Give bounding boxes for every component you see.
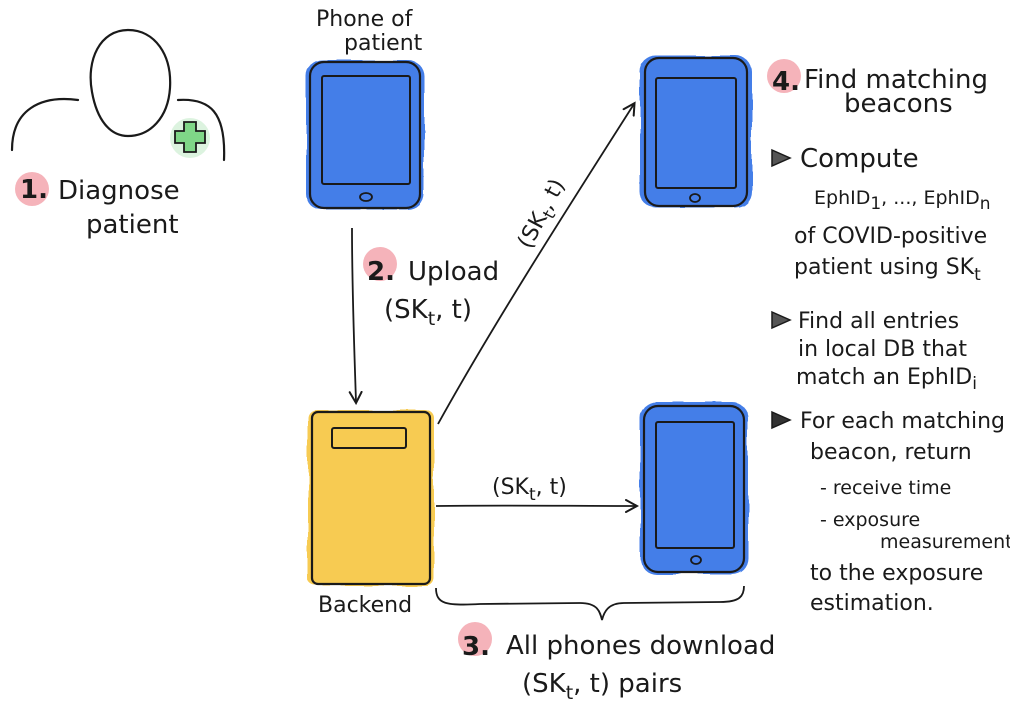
phone-bottom-right (640, 402, 748, 574)
bullet-1-line-2: EphID1, ..., EphIDn (814, 187, 991, 214)
triangle-bullet-icon (771, 310, 792, 330)
phone-of-patient-label-1: Phone of (316, 7, 414, 32)
patient-using-sk: patient using SK (794, 255, 975, 280)
phone-of-patient (306, 60, 424, 210)
horizontal-pair-sub: t (529, 485, 536, 505)
backend-label: Backend (318, 593, 412, 618)
patient-figure (10, 28, 226, 162)
green-cross-icon (174, 121, 206, 153)
download-pair-sub: t (566, 682, 573, 703)
diagonal-pair-tail: , t) (534, 175, 571, 214)
phone-top-right (640, 56, 752, 208)
bullet-3-line-2: beacon, return (810, 440, 972, 465)
bullet-3-item-1: - receive time (820, 477, 951, 499)
step-4-highlight (767, 59, 801, 93)
backend-server (308, 410, 434, 586)
find-title-1: Find matching (804, 65, 988, 95)
bullet-3-line-4: estimation. (810, 591, 934, 616)
upload-label: Upload (408, 257, 499, 287)
upload-pair-sk: (SK (384, 295, 429, 325)
step-4-number: 4. (772, 67, 800, 97)
download-brace (435, 585, 745, 621)
find-title-2: beacons (844, 89, 953, 119)
step-2-highlight (363, 247, 397, 281)
diagonal-arrow (437, 104, 634, 425)
bullet-2-line-2: in local DB that (798, 337, 967, 362)
patient-head-outline (89, 28, 172, 138)
match-ephid-sub: i (972, 374, 977, 394)
horizontal-pair-sk: (SK (492, 475, 530, 500)
bullet-1-line-3: of COVID-positive (794, 224, 987, 249)
bullet-3-item-2: - exposure (820, 509, 920, 531)
ephid-n: , ..., EphID (881, 187, 980, 209)
step-3-number: 3. (462, 632, 490, 662)
patient-label: patient (86, 210, 179, 240)
step-1-number: 1. (20, 175, 48, 205)
match-ephid: match an EphID (796, 365, 972, 390)
horizontal-pair-tail: , t) (536, 475, 567, 500)
phone-of-patient-label-2: patient (344, 31, 423, 56)
upload-pair: (SKt, t) (384, 295, 472, 330)
upload-pair-sub: t (428, 308, 435, 330)
step-1-highlight (15, 172, 49, 206)
bullet-3-line-1: For each matching (800, 409, 1005, 434)
download-pair-sk: (SK (522, 669, 567, 699)
step-2-number: 2. (367, 257, 395, 287)
bullet-1-line-4: patient using SKt (794, 255, 981, 285)
triangle-bullet-icon (771, 148, 792, 168)
diagonal-pair: (SKt, t) (513, 175, 575, 255)
bullet-3-item-2b: measurement (880, 531, 1010, 553)
bullet-2-line-3: match an EphIDi (796, 365, 977, 394)
bullet-3-line-3: to the exposure (810, 561, 983, 586)
patient-using-sk-sub: t (974, 265, 981, 285)
diagnose-label: Diagnose (58, 176, 180, 206)
step-3-highlight (458, 622, 492, 656)
bullet-2-line-1: Find all entries (798, 309, 959, 334)
bullet-1-line-1: Compute (800, 144, 919, 174)
download-line-2: (SKt, t) pairs (522, 669, 682, 703)
ephid-1: EphID (814, 187, 870, 209)
triangle-bullet-icon (771, 410, 792, 430)
patient-shoulders-outline (10, 98, 226, 162)
ephid-1-sub: 1 (870, 194, 881, 214)
download-pair-tail: , t) pairs (573, 669, 682, 699)
upload-arrow (352, 227, 356, 402)
horizontal-pair: (SKt, t) (492, 475, 567, 505)
upload-pair-tail: , t) (435, 295, 472, 325)
ephid-n-sub: n (980, 194, 991, 214)
download-line-1: All phones download (506, 631, 775, 661)
